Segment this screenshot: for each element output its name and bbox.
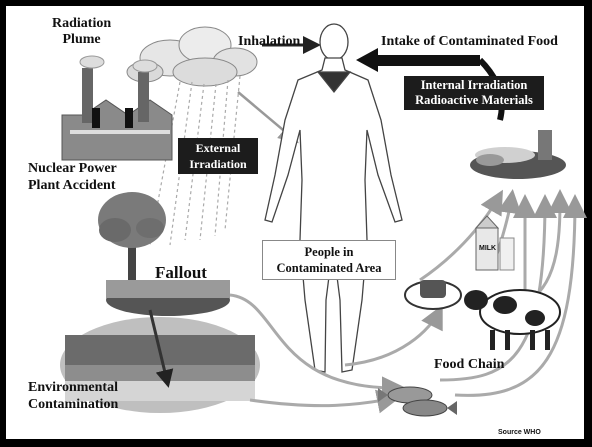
environmental-line1: Environmental bbox=[28, 379, 118, 396]
environmental-label: Environmental Contamination bbox=[28, 379, 118, 413]
internal-irradiation-line2: Radioactive Materials bbox=[404, 93, 544, 108]
grass-patch bbox=[106, 280, 230, 316]
food-plate-icon bbox=[470, 130, 566, 179]
nuclear-accident-line2: Plant Accident bbox=[28, 177, 117, 194]
milk-carton-text: MILK bbox=[479, 245, 496, 252]
people-label: People in Contaminated Area bbox=[262, 240, 396, 280]
nuclear-accident-label: Nuclear Power Plant Accident bbox=[28, 160, 117, 194]
intake-label: Intake of Contaminated Food bbox=[381, 34, 558, 50]
fish-icon bbox=[378, 387, 457, 416]
external-irradiation-box: External Irradiation bbox=[178, 138, 258, 174]
source-label: Source WHO bbox=[498, 429, 541, 436]
external-irradiation-line1: External bbox=[178, 140, 258, 156]
intake-arrow bbox=[356, 48, 480, 72]
external-irradiation-line2: Irradiation bbox=[178, 156, 258, 172]
fallout-label: Fallout bbox=[155, 263, 207, 283]
people-line2: Contaminated Area bbox=[263, 260, 395, 276]
milk-carton-icon bbox=[476, 216, 514, 270]
environmental-line2: Contamination bbox=[28, 396, 118, 413]
internal-irradiation-box: Internal Irradiation Radioactive Materia… bbox=[404, 76, 544, 110]
cow-icon bbox=[464, 290, 560, 350]
people-line1: People in bbox=[263, 244, 395, 260]
food-chain-label: Food Chain bbox=[434, 357, 504, 373]
inhalation-label: Inhalation bbox=[238, 34, 300, 50]
nuclear-accident-line1: Nuclear Power bbox=[28, 160, 117, 177]
bread-plate-icon bbox=[405, 280, 461, 309]
radiation-plume-line2: Plume bbox=[52, 32, 111, 48]
person-figure bbox=[265, 24, 402, 372]
radiation-plume-label: Radiation Plume bbox=[52, 16, 111, 48]
internal-irradiation-line1: Internal Irradiation bbox=[404, 78, 544, 93]
radiation-plume-line1: Radiation bbox=[52, 16, 111, 32]
